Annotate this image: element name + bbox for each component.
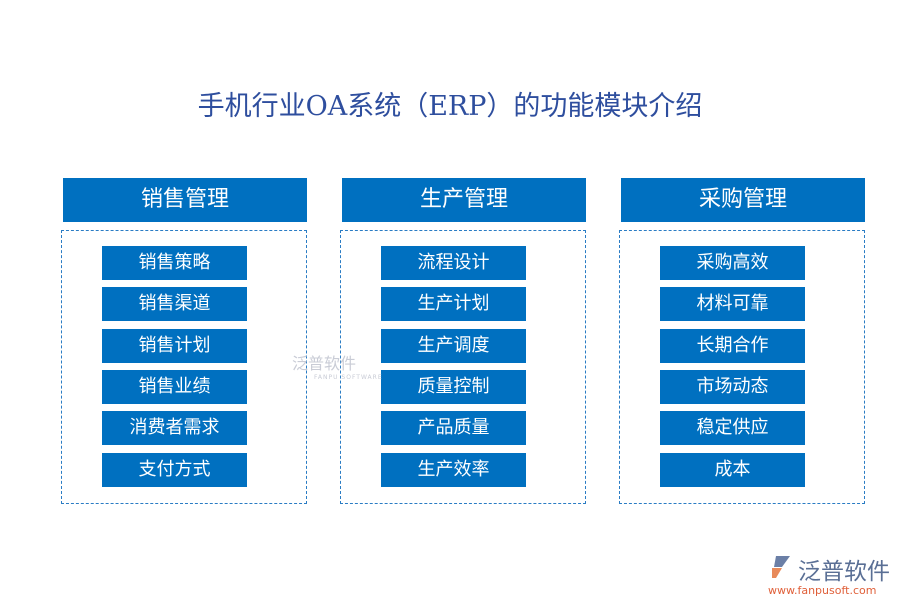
module-item: 市场动态 [660, 370, 805, 404]
module-item: 产品质量 [381, 411, 526, 445]
module-item: 生产计划 [381, 287, 526, 321]
module-item: 长期合作 [660, 329, 805, 363]
module-item: 质量控制 [381, 370, 526, 404]
module-item: 消费者需求 [102, 411, 247, 445]
watermark-cn: 泛普软件 [292, 354, 357, 373]
module-column: 采购管理采购高效材料可靠长期合作市场动态稳定供应成本 [619, 178, 865, 504]
logo-url: www.fanpusoft.com [768, 584, 877, 597]
module-item: 销售策略 [102, 246, 247, 280]
module-item: 销售业绩 [102, 370, 247, 404]
module-item: 采购高效 [660, 246, 805, 280]
page-title: 手机行业OA系统（ERP）的功能模块介绍 [197, 91, 703, 122]
logo-icon [772, 556, 790, 578]
module-item: 支付方式 [102, 453, 247, 487]
module-item: 稳定供应 [660, 411, 805, 445]
watermark-en: FANPU SOFTWARE [314, 374, 383, 381]
logo-text: 泛普软件 [798, 559, 890, 585]
brand-logo: 泛普软件 www.fanpusoft.com [768, 552, 890, 597]
module-item: 生产效率 [381, 453, 526, 487]
module-column: 生产管理流程设计生产计划生产调度质量控制产品质量生产效率 [340, 178, 586, 504]
module-item: 材料可靠 [660, 287, 805, 321]
module-box [340, 230, 586, 504]
module-item: 销售渠道 [102, 287, 247, 321]
module-item: 成本 [660, 453, 805, 487]
module-item: 流程设计 [381, 246, 526, 280]
module-box [619, 230, 865, 504]
module-item: 生产调度 [381, 329, 526, 363]
module-header: 生产管理 [342, 178, 586, 222]
module-box [61, 230, 307, 504]
module-header: 销售管理 [63, 178, 307, 222]
module-column: 销售管理销售策略销售渠道销售计划销售业绩消费者需求支付方式 [61, 178, 307, 504]
module-header: 采购管理 [621, 178, 865, 222]
module-item: 销售计划 [102, 329, 247, 363]
